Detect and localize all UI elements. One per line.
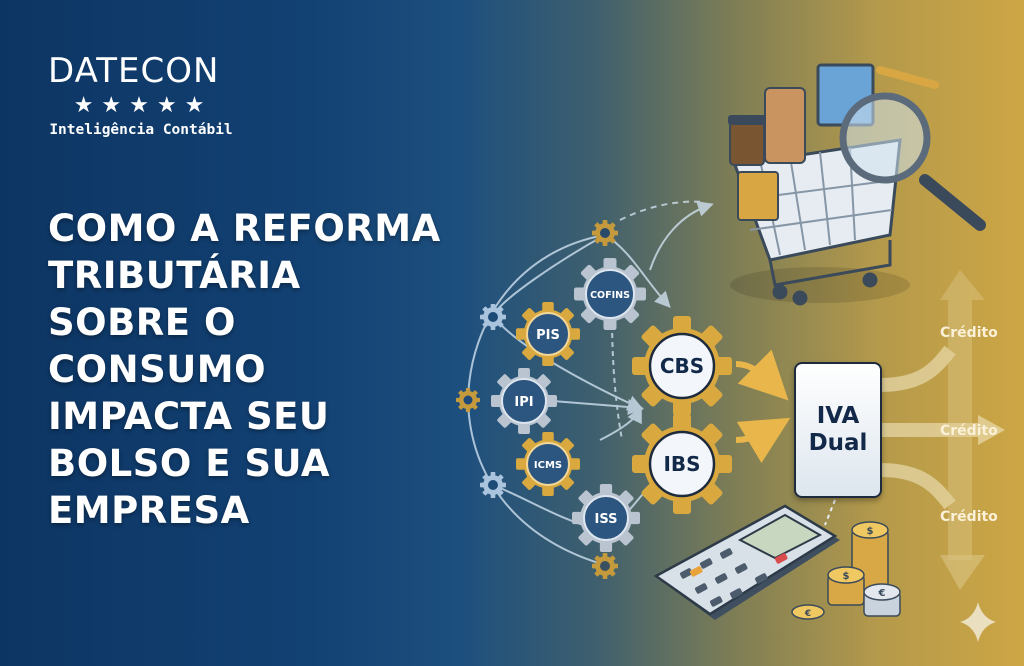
headline: COMO A REFORMA TRIBUTÁRIA SOBRE O CONSUM… xyxy=(48,205,441,534)
headline-line: COMO A REFORMA xyxy=(48,207,441,250)
gear-ipi: IPI xyxy=(491,368,557,434)
gear-ibs: IBS xyxy=(632,414,732,514)
iva-dual-card: IVA Dual xyxy=(794,362,882,498)
sparkle-icon xyxy=(960,602,996,642)
svg-text:IPI: IPI xyxy=(514,395,533,410)
connector-line xyxy=(824,499,836,526)
svg-text:PIS: PIS xyxy=(536,328,560,343)
svg-text:CBS: CBS xyxy=(660,354,704,378)
brand-name: DATECON xyxy=(48,51,220,91)
brand-logo: DATECON ★★★★★ Inteligência Contábil xyxy=(48,52,258,138)
headline-line: SOBRE O xyxy=(48,301,236,344)
headline-line: TRIBUTÁRIA xyxy=(48,254,301,297)
magnifying-glass-icon xyxy=(839,92,986,231)
svg-text:€: € xyxy=(878,588,886,599)
coins-icon: $ $ € € xyxy=(791,521,901,620)
credit-label: Crédito xyxy=(940,423,998,439)
headline-line: CONSUMO xyxy=(48,348,267,391)
gear-icms: ICMS xyxy=(516,432,580,496)
iva-line1: IVA xyxy=(816,403,860,429)
star-rating-icon: ★★★★★ xyxy=(73,92,213,117)
svg-text:$: $ xyxy=(867,526,874,537)
svg-text:ISS: ISS xyxy=(595,512,618,527)
svg-text:IBS: IBS xyxy=(663,452,700,476)
credit-label: Crédito xyxy=(940,325,998,341)
gear-cbs: CBS xyxy=(632,316,732,416)
svg-text:€: € xyxy=(804,609,811,619)
gear-pis: PIS xyxy=(516,302,580,366)
headline-line: BOLSO E SUA xyxy=(48,442,331,485)
svg-text:ICMS: ICMS xyxy=(534,460,562,471)
gear-cofins: COFINS xyxy=(574,258,646,330)
calculator-icon xyxy=(653,504,840,620)
iva-line2: Dual xyxy=(808,430,868,456)
arrow-icon xyxy=(735,349,791,464)
credit-flows xyxy=(879,270,1005,590)
credit-label: Crédito xyxy=(940,509,998,525)
svg-text:COFINS: COFINS xyxy=(590,290,630,301)
svg-text:$: $ xyxy=(843,571,850,582)
headline-line: IMPACTA SEU xyxy=(48,395,330,438)
brand-tagline: Inteligência Contábil xyxy=(49,122,233,138)
gear-iss: ISS xyxy=(572,484,640,552)
headline-line: EMPRESA xyxy=(48,489,250,532)
